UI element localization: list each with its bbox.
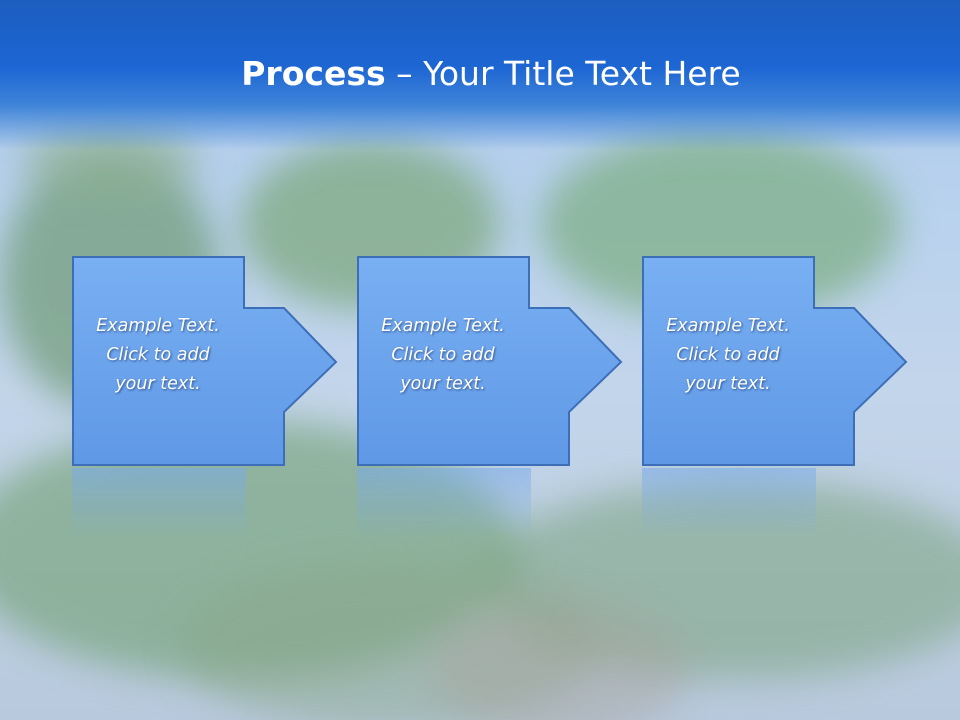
slide-title[interactable]: Process – Your Title Text Here (0, 54, 960, 94)
step-text-line: your text. (685, 374, 771, 394)
step-text-line: Example Text. (666, 316, 790, 336)
step-text-line: your text. (115, 374, 201, 394)
step-arrow-shape (357, 256, 623, 466)
vine-row (180, 560, 600, 720)
step-reflection (357, 468, 531, 538)
step-text-line: your text. (400, 374, 486, 394)
title-bar (0, 0, 960, 150)
step-text[interactable]: Example Text. Click to add your text. (357, 312, 529, 399)
step-text-line: Click to add (676, 345, 780, 365)
step-reflection (642, 468, 816, 538)
step-text-line: Click to add (391, 345, 495, 365)
step-text-line: Click to add (106, 345, 210, 365)
soil-path (430, 600, 690, 720)
step-text[interactable]: Example Text. Click to add your text. (642, 312, 814, 399)
step-arrow-shape (72, 256, 338, 466)
title-strong: Process (241, 54, 386, 93)
step-arrow-shape (642, 256, 908, 466)
process-step-1[interactable]: Example Text. Click to add your text. (72, 256, 340, 468)
step-text-line: Example Text. (381, 316, 505, 336)
process-step-2[interactable]: Example Text. Click to add your text. (357, 256, 625, 468)
step-reflection (72, 468, 246, 538)
step-text-line: Example Text. (96, 316, 220, 336)
title-rest: – Your Title Text Here (385, 54, 741, 93)
process-step-3[interactable]: Example Text. Click to add your text. (642, 256, 910, 468)
step-text[interactable]: Example Text. Click to add your text. (72, 312, 244, 399)
